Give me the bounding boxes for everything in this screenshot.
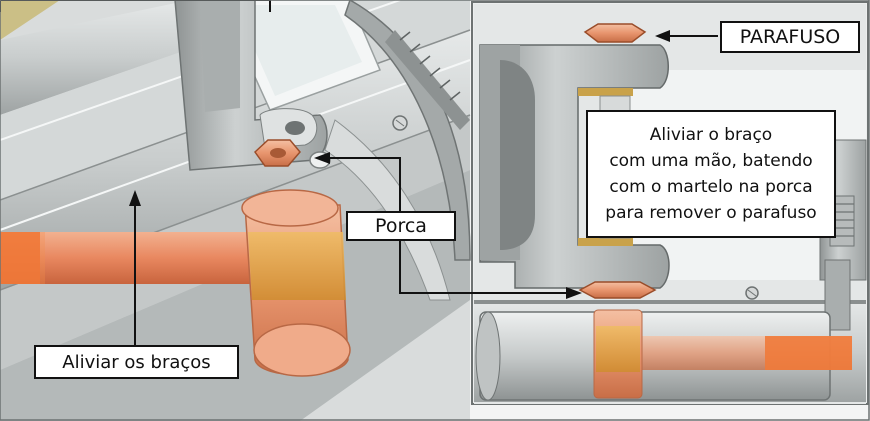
- instruction-line-4: para remover o parafuso: [605, 203, 817, 223]
- hammer-icon: [0, 189, 351, 377]
- threaded-rod: [385, 30, 470, 130]
- clamp-bracket: [174, 0, 328, 171]
- label-parafuso-text: PARAFUSO: [739, 26, 841, 48]
- instruction-line-3: com o martelo na porca: [609, 177, 813, 197]
- label-parafuso: PARAFUSO: [720, 21, 860, 53]
- label-aliviar-bracos: Aliviar os braços: [34, 345, 239, 379]
- detail-view: [471, 1, 869, 405]
- instruction-callout: Aliviar o braço com uma mão, batendo com…: [586, 110, 836, 238]
- instruction-line-1: Aliviar o braço: [649, 125, 773, 145]
- label-porca: Porca: [346, 211, 456, 241]
- label-porca-text: Porca: [375, 215, 427, 237]
- nut-icon: [254, 139, 301, 167]
- label-aliviar-bracos-text: Aliviar os braços: [62, 351, 211, 373]
- arrow-icon: [134, 35, 718, 345]
- instruction-line-2: com uma mão, batendo: [609, 151, 813, 171]
